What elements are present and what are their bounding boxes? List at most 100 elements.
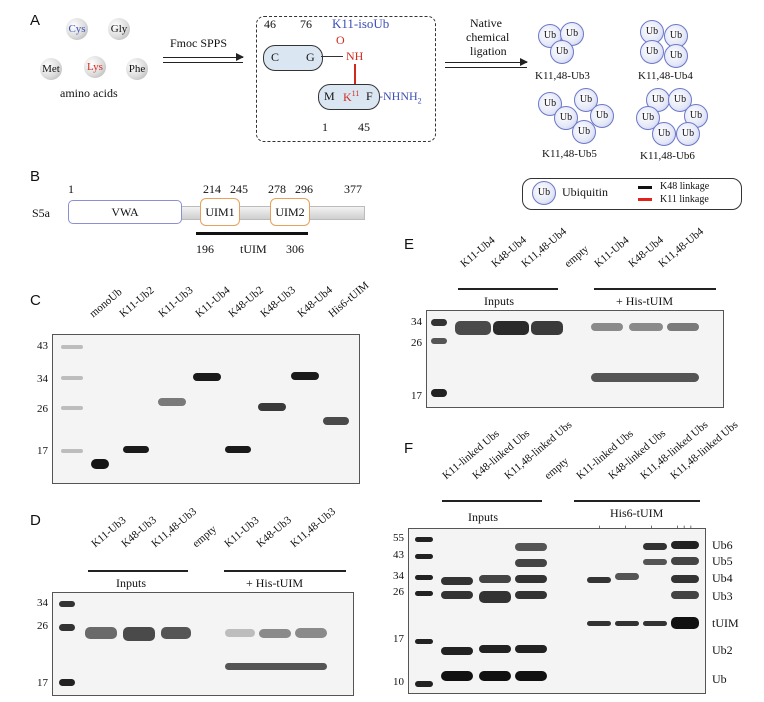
isoub-segment-46-76 bbox=[263, 45, 323, 71]
band-k11-48-ub3-input bbox=[161, 627, 191, 639]
e-lane-label: empty bbox=[562, 243, 592, 270]
f-mw-43: 43 bbox=[393, 549, 404, 561]
band-k48-ub4-input bbox=[493, 321, 529, 335]
band-k48-ub3-input bbox=[123, 627, 155, 641]
ladder-band bbox=[61, 376, 83, 380]
f-band-tuim: tUIM bbox=[712, 616, 739, 630]
band-tuim-e bbox=[591, 373, 699, 382]
e-inputs-bracket bbox=[458, 288, 558, 290]
amino-acid-met: Met bbox=[40, 58, 62, 80]
band-f2-ub2 bbox=[479, 645, 511, 653]
isoub-num-45: 45 bbox=[358, 120, 370, 134]
f-mw-10: 10 bbox=[393, 676, 404, 688]
f-mw-55: 55 bbox=[393, 532, 404, 544]
band-k11-ub3-pd bbox=[225, 629, 255, 637]
legend-k11-swatch bbox=[638, 198, 652, 201]
band-f3-ub5 bbox=[515, 559, 547, 567]
f-band-ub5: Ub5 bbox=[712, 554, 733, 568]
d-lane-label: K48-Ub3 bbox=[254, 514, 294, 550]
amino-acid-gly: Gly bbox=[108, 18, 130, 40]
gel-e bbox=[426, 310, 724, 408]
band-f2-ub bbox=[479, 671, 511, 681]
ub-icon: Ub bbox=[574, 88, 598, 112]
band-f1-ub3 bbox=[441, 591, 473, 599]
pos-278: 278 bbox=[268, 182, 286, 196]
e-mw-26: 26 bbox=[411, 337, 422, 349]
band-his6-tuim bbox=[323, 417, 349, 425]
band-f7-ub6 bbox=[643, 543, 667, 550]
gel-c bbox=[52, 334, 360, 484]
f-mw-34: 34 bbox=[393, 570, 404, 582]
panel-f-label: F bbox=[404, 440, 414, 457]
step-ncl-2: chemical bbox=[466, 30, 510, 44]
band-k11-ub4-input bbox=[455, 321, 491, 335]
f-band-ub2: Ub2 bbox=[712, 643, 733, 657]
tuim-bar bbox=[196, 232, 308, 235]
e-lane-label: K11-Ub4 bbox=[592, 234, 632, 270]
tuim-start: 196 bbox=[196, 242, 214, 256]
f-band-ub6: Ub6 bbox=[712, 538, 733, 552]
band-tuim-d bbox=[225, 663, 327, 670]
d-lane-label: K11,48-Ub3 bbox=[288, 505, 339, 550]
e-lane-label: K11,48-Ub4 bbox=[519, 225, 570, 270]
band-f1-ub bbox=[441, 671, 473, 681]
ladder-band bbox=[61, 345, 83, 349]
ub-icon: Ub bbox=[640, 40, 664, 64]
ub-icon: Ub bbox=[676, 122, 700, 146]
f-pulldown-bracket bbox=[574, 500, 700, 502]
isoub-lys-sidechain bbox=[354, 64, 356, 84]
panel-a-label: A bbox=[30, 12, 41, 29]
band-k48-ub4-pd bbox=[629, 323, 663, 331]
ladder-band bbox=[415, 554, 433, 559]
panel-e-label: E bbox=[404, 236, 415, 253]
isoub-dashed-box bbox=[256, 16, 436, 142]
e-mw-34: 34 bbox=[411, 316, 422, 328]
ladder-band bbox=[415, 639, 433, 644]
f-mw-26: 26 bbox=[393, 586, 404, 598]
ladder-band bbox=[431, 338, 447, 344]
arrow-line-decor bbox=[163, 62, 243, 64]
band-k11-48-ub3-pd bbox=[295, 628, 327, 638]
band-k11-ub3 bbox=[158, 398, 186, 406]
ladder-band bbox=[61, 406, 83, 410]
product-ub6-label: K11,48-Ub6 bbox=[640, 150, 695, 162]
product-ub3-label: K11,48-Ub3 bbox=[535, 70, 590, 82]
c-lane-label: monoUb bbox=[87, 286, 125, 320]
amino-acid-phe: Phe bbox=[126, 58, 148, 80]
band-f3-ub3 bbox=[515, 591, 547, 599]
band-f8-ub4 bbox=[671, 575, 699, 583]
band-f6-ub4 bbox=[615, 573, 639, 580]
d-mw-34: 34 bbox=[37, 597, 48, 609]
d-mw-26: 26 bbox=[37, 620, 48, 632]
isoub-title: K11-isoUb bbox=[332, 16, 390, 31]
panel-c-label: C bbox=[30, 292, 41, 309]
gel-d bbox=[52, 592, 354, 696]
d-pulldown-label: + His-tUIM bbox=[246, 576, 304, 590]
band-f1-ub4 bbox=[441, 577, 473, 585]
c-lane-label: K48-Ub2 bbox=[226, 284, 266, 320]
c-mw-43: 43 bbox=[37, 340, 48, 352]
d-inputs-bracket bbox=[88, 570, 188, 572]
d-mw-17: 17 bbox=[37, 677, 48, 689]
pos-377: 377 bbox=[344, 182, 362, 196]
band-f7-tuim bbox=[643, 621, 667, 626]
pos-1: 1 bbox=[68, 182, 74, 196]
c-lane-label: His6-tUIM bbox=[326, 279, 372, 320]
gel-f bbox=[408, 528, 706, 694]
band-f2-ub3 bbox=[479, 591, 511, 603]
band-f2-ub4 bbox=[479, 575, 511, 583]
pos-245: 245 bbox=[230, 182, 248, 196]
band-monoub bbox=[91, 459, 109, 469]
f-band-ub: Ub bbox=[712, 672, 727, 686]
product-ub5-label: K11,48-Ub5 bbox=[542, 148, 597, 160]
band-k48-ub3 bbox=[258, 403, 286, 411]
ladder-band bbox=[415, 537, 433, 542]
band-f8-ub6 bbox=[671, 541, 699, 549]
band-f5-ub4 bbox=[587, 577, 611, 583]
band-f8-ub5 bbox=[671, 557, 699, 565]
ladder-band bbox=[415, 681, 433, 687]
step-fmoc-spps: Fmoc SPPS bbox=[170, 36, 228, 50]
isoub-num-1: 1 bbox=[322, 120, 328, 134]
f-mw-17: 17 bbox=[393, 633, 404, 645]
f-band-ub4: Ub4 bbox=[712, 571, 733, 585]
